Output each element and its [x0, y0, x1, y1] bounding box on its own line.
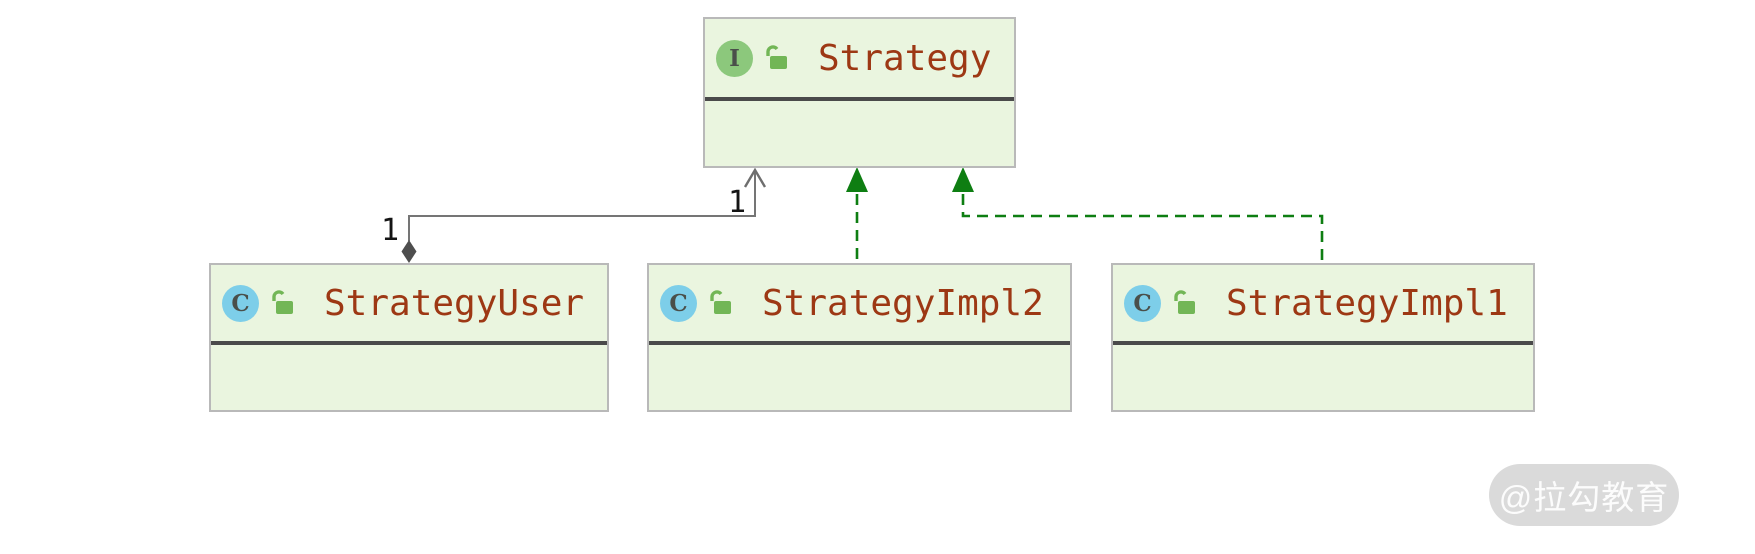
members-separator [649, 341, 1070, 345]
class-title-row: C StrategyImpl2 [649, 265, 1070, 341]
class-badge-icon: C [660, 284, 697, 322]
unlocked-padlock-icon [272, 290, 293, 314]
class-title-row: C StrategyImpl1 [1113, 265, 1533, 341]
realization-arrowhead-icon [846, 167, 868, 192]
interface-badge-icon: I [716, 39, 753, 77]
watermark-text: @拉勾教育 [1498, 479, 1670, 516]
class-node-strategy[interactable]: I Strategy [703, 17, 1016, 168]
watermark-badge: @拉勾教育 [1489, 464, 1679, 526]
aggregation-diamond-marker [401, 240, 417, 263]
class-title-row: I Strategy [705, 19, 1014, 97]
class-title-row: C StrategyUser [211, 265, 607, 341]
class-badge-icon: C [222, 284, 259, 322]
class-node-strategyimpl2[interactable]: C StrategyImpl2 [647, 263, 1072, 412]
aggregation-edge-strategyuser-strategy[interactable]: 1 1 [381, 167, 767, 263]
members-separator [1113, 341, 1533, 345]
class-node-strategyimpl1[interactable]: C StrategyImpl1 [1111, 263, 1535, 412]
class-name: StrategyUser [324, 282, 585, 324]
class-node-strategyuser[interactable]: C StrategyUser [209, 263, 609, 412]
multiplicity-label-source: 1 [381, 213, 399, 248]
realization-arrowhead-icon [952, 167, 974, 192]
class-name: StrategyImpl2 [762, 282, 1044, 324]
realization-edge-strategyimpl2-strategy[interactable] [846, 167, 868, 263]
open-arrowhead-icon [743, 167, 767, 188]
unlocked-padlock-icon [710, 290, 731, 314]
unlocked-padlock-icon [766, 45, 787, 69]
realization-edge-strategyimpl1-strategy[interactable] [952, 167, 1324, 263]
class-badge-icon: C [1124, 284, 1161, 322]
multiplicity-label-target: 1 [728, 185, 746, 220]
members-separator [211, 341, 607, 345]
class-name: StrategyImpl1 [1226, 282, 1508, 324]
unlocked-padlock-icon [1174, 290, 1195, 314]
class-name: Strategy [818, 37, 992, 79]
members-separator [705, 97, 1014, 101]
